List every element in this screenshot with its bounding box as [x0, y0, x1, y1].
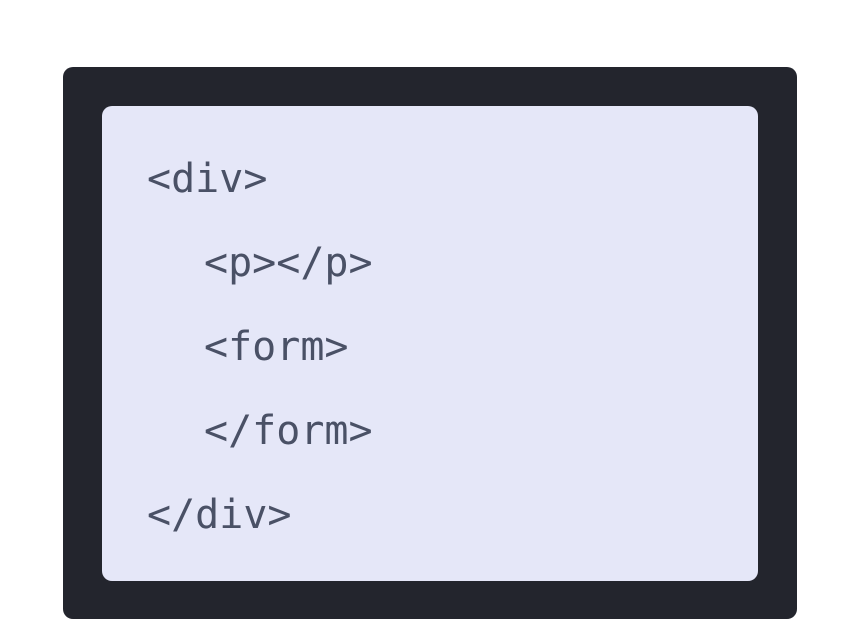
code-line-div-close: </div>	[147, 492, 292, 538]
code-frame: <div> <p></p> <form> </form> </div>	[63, 67, 797, 619]
code-line-p: <p></p>	[204, 240, 373, 286]
code-line-div-open: <div>	[147, 156, 268, 202]
code-line-form-close: </form>	[204, 408, 373, 454]
code-panel: <div> <p></p> <form> </form> </div>	[102, 106, 758, 581]
code-line-form-open: <form>	[204, 324, 349, 370]
